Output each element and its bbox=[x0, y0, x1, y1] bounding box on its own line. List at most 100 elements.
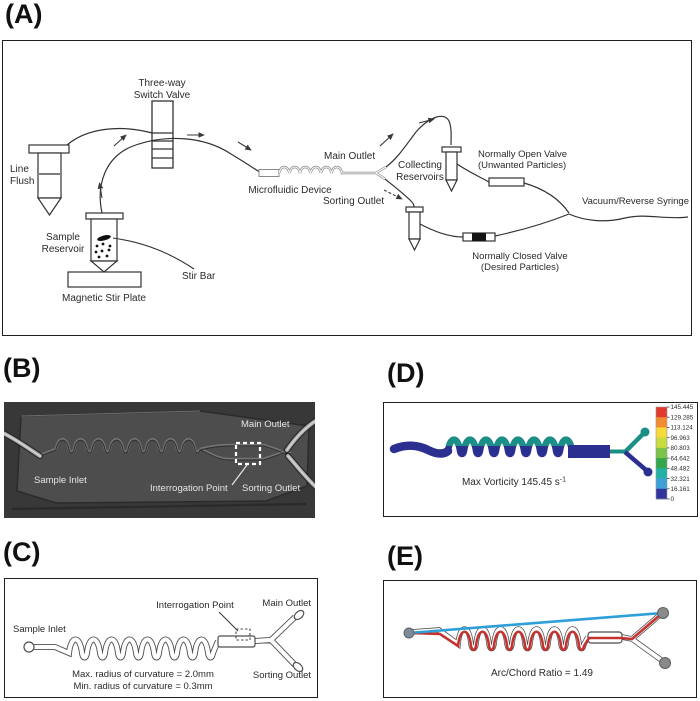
vorticity-caption: Max Vorticity 145.45 s-1 bbox=[462, 477, 566, 489]
interrogation-label: Interrogation Point bbox=[156, 600, 234, 611]
interrogation-dashed-box bbox=[235, 628, 251, 641]
panel-a-box: Line Flush Three-way Switch Valve bbox=[2, 40, 692, 336]
interrogation-pointer bbox=[218, 611, 239, 632]
tube-to-open-valve bbox=[456, 163, 490, 183]
colorbar-segment bbox=[656, 437, 667, 449]
main-outlet-label: Main Outlet bbox=[324, 151, 375, 162]
tube-to-closed-valve bbox=[419, 223, 464, 238]
colorbar-tick-label: 113.124 bbox=[671, 425, 694, 432]
stir-plate-label: Magnetic Stir Plate bbox=[62, 293, 146, 304]
sorting-outlet-node bbox=[659, 657, 671, 669]
colorbar-segment bbox=[656, 447, 667, 459]
tube-vacuum bbox=[568, 213, 689, 222]
min-radius-note: Min. radius of curvature = 0.3mm bbox=[73, 681, 212, 692]
colorbar-tick-label: 64.642 bbox=[671, 455, 691, 462]
tubing bbox=[4, 417, 315, 491]
sample-reservoir-label: Reservoir bbox=[42, 244, 85, 255]
stir-bar-shape bbox=[97, 235, 111, 241]
panel-e-box: Arc/Chord Ratio = 1.49 bbox=[383, 580, 697, 698]
normally-closed-valve bbox=[462, 232, 496, 242]
max-radius-note: Max. radius of curvature = 2.0mm bbox=[72, 669, 214, 680]
sorting-outlet-port bbox=[292, 661, 304, 673]
arrow-downright-icon bbox=[237, 141, 252, 151]
main-outlet-label: Main Outlet bbox=[262, 598, 311, 609]
inlet-node bbox=[403, 627, 415, 639]
colorbar-tick-label: 32.321 bbox=[671, 476, 691, 483]
colorbar-segment bbox=[656, 458, 667, 469]
photo-interrogation-label: Interrogation Point bbox=[150, 483, 228, 494]
colorbar-tick-label: 129.285 bbox=[671, 414, 694, 421]
colorbar-segment bbox=[656, 407, 667, 418]
inlet-port bbox=[23, 641, 35, 653]
colorbar: 145.445129.285113.12496.96380.80364.6424… bbox=[655, 404, 694, 503]
interrogation-dashed-box bbox=[234, 441, 262, 466]
colorbar-segment bbox=[656, 478, 667, 490]
sorting-outlet-label: Sorting Outlet bbox=[253, 670, 311, 681]
line-flush-syringe bbox=[28, 144, 70, 217]
panel-d-tag: (D) bbox=[387, 358, 425, 388]
panel-b-photo: Main Outlet Sample Inlet Interrogation P… bbox=[4, 402, 315, 518]
colorbar-tick-label: 48.482 bbox=[671, 466, 691, 473]
chord-line bbox=[408, 611, 663, 635]
simulated-channel bbox=[389, 427, 653, 477]
outlined-channel bbox=[34, 617, 295, 665]
collecting-label: Reservoirs bbox=[396, 172, 444, 183]
panel-c-drawing: Interrogation Point Main Outlet Sample I… bbox=[13, 598, 311, 692]
arrow-sorting-dashed-icon bbox=[383, 189, 403, 200]
microfluidic-device-squiggle bbox=[277, 165, 388, 181]
colorbar-tick-label: 80.803 bbox=[671, 445, 691, 452]
interrogation-pointer bbox=[231, 464, 248, 486]
closed-valve-label: Normally Closed Valve bbox=[472, 251, 567, 262]
device-label: Microfluidic Device bbox=[248, 185, 332, 196]
device-inlet-port bbox=[258, 169, 280, 177]
panel-b-photo-svg: Main Outlet Sample Inlet Interrogation P… bbox=[4, 402, 315, 518]
tube-main-outlet bbox=[385, 115, 452, 168]
panel-b-tag: (B) bbox=[3, 353, 41, 383]
photo-main-outlet-label: Main Outlet bbox=[241, 419, 290, 430]
colorbar-segment bbox=[656, 488, 667, 500]
collecting-reservoir-1 bbox=[441, 146, 462, 193]
open-valve-label: Normally Open Valve bbox=[478, 149, 567, 160]
panel-d-simulation: Max Vorticity 145.45 s-1 145.445129.2851… bbox=[389, 404, 694, 503]
photo-sample-inlet-label: Sample Inlet bbox=[34, 475, 87, 486]
slab-bottom-ridge bbox=[11, 502, 307, 511]
vacuum-label: Vacuum/Reverse Syringe bbox=[582, 196, 689, 207]
tube-closed-valve-out bbox=[494, 213, 570, 237]
colorbar-segment bbox=[656, 427, 667, 439]
tube-flush-to-valve bbox=[66, 127, 153, 146]
colorbar-tick-label: 16.161 bbox=[671, 486, 691, 493]
valve-label: Switch Valve bbox=[134, 90, 191, 101]
panel-c-tag: (C) bbox=[3, 537, 41, 567]
colorbar-tick-label: 0 bbox=[671, 496, 675, 503]
stir-bar-label: Stir Bar bbox=[182, 271, 216, 282]
collecting-reservoir-2 bbox=[405, 206, 424, 252]
normally-open-valve bbox=[488, 177, 525, 187]
main-outlet-node bbox=[657, 607, 669, 619]
tube-sample-to-device bbox=[99, 137, 262, 214]
line-flush-label: Flush bbox=[10, 176, 34, 187]
arc-path bbox=[409, 614, 661, 651]
arrow-main-outlet-icon bbox=[379, 133, 394, 147]
open-valve-label: (Unwanted Particles) bbox=[478, 160, 566, 171]
arc-chord-caption: Arc/Chord Ratio = 1.49 bbox=[491, 668, 593, 679]
sample-particles bbox=[94, 242, 112, 259]
arrow-up-icon bbox=[97, 182, 104, 199]
sample-reservoir bbox=[85, 212, 124, 273]
panel-a-tag: (A) bbox=[5, 0, 43, 29]
panel-e-tag: (E) bbox=[387, 541, 423, 571]
sorting-outlet-label: Sorting Outlet bbox=[323, 196, 384, 207]
colorbar-segment bbox=[656, 468, 667, 479]
colorbar-frame bbox=[655, 406, 668, 500]
tube-sorting-outlet bbox=[384, 178, 415, 208]
sample-inlet-label: Sample Inlet bbox=[13, 624, 66, 635]
three-way-switch-valve bbox=[151, 100, 174, 169]
panel-a-schematic: Line Flush Three-way Switch Valve bbox=[10, 78, 689, 304]
collecting-label: Collecting bbox=[398, 160, 442, 171]
colorbar-tick-label: 96.963 bbox=[671, 435, 691, 442]
photo-sorting-outlet-label: Sorting Outlet bbox=[242, 483, 300, 494]
arrow-upright-icon bbox=[113, 134, 127, 147]
colorbar-segment bbox=[656, 417, 667, 428]
main-outlet-port bbox=[293, 609, 305, 621]
